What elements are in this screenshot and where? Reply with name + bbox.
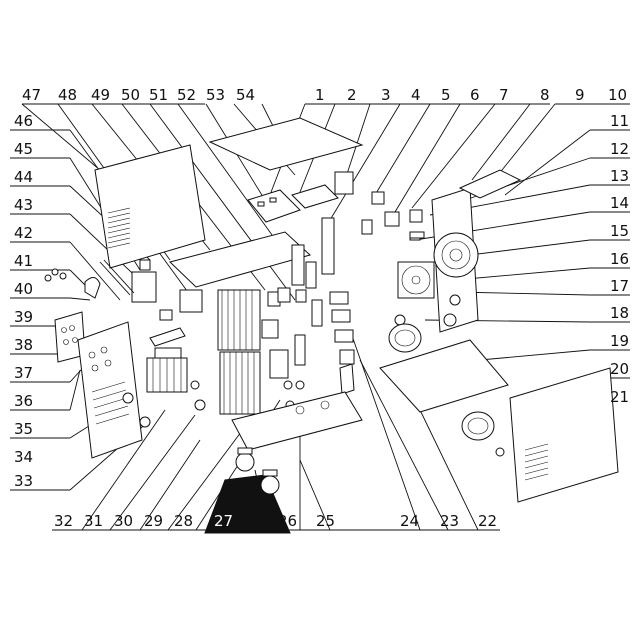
right-side-panel bbox=[509, 367, 619, 503]
callout-42: 42 bbox=[14, 224, 33, 242]
callout-numbers-top: 47 48 49 50 51 52 53 54 1 2 3 4 5 6 7 8 … bbox=[22, 86, 627, 104]
callout-3: 3 bbox=[381, 86, 391, 104]
callout-24: 24 bbox=[400, 512, 419, 530]
callout-33: 33 bbox=[14, 472, 33, 490]
callout-8: 8 bbox=[540, 86, 550, 104]
callout-16: 16 bbox=[610, 250, 629, 268]
callout-23: 23 bbox=[440, 512, 459, 530]
callout-54: 54 bbox=[236, 86, 255, 104]
callout-29: 29 bbox=[144, 512, 163, 530]
front-panel-vents bbox=[91, 381, 130, 425]
insulation-board bbox=[339, 363, 355, 395]
callout-14: 14 bbox=[610, 194, 629, 212]
callout-20: 20 bbox=[610, 360, 629, 378]
callout-48: 48 bbox=[58, 86, 77, 104]
wheel-left bbox=[388, 323, 422, 353]
small-transformer bbox=[334, 171, 354, 195]
reactor bbox=[179, 289, 203, 313]
heatsink-upper bbox=[217, 289, 261, 351]
callout-numbers-bottom: 32 31 30 29 28 27 26 25 24 23 22 bbox=[54, 512, 497, 530]
callout-53: 53 bbox=[206, 86, 225, 104]
heatsink-lower bbox=[219, 351, 261, 415]
choke-coil bbox=[131, 271, 157, 303]
callout-45: 45 bbox=[14, 140, 33, 158]
main-transformer bbox=[146, 347, 188, 393]
callout-46: 46 bbox=[14, 112, 33, 130]
callout-36: 36 bbox=[14, 392, 33, 410]
caster-wheel-front bbox=[235, 452, 255, 472]
callout-37: 37 bbox=[14, 364, 33, 382]
caster-wheel-rear bbox=[260, 475, 280, 495]
callout-39: 39 bbox=[14, 308, 33, 326]
callout-27: 27 bbox=[214, 512, 233, 530]
callout-25: 25 bbox=[316, 512, 335, 530]
parts-drawing bbox=[44, 117, 619, 534]
callout-10: 10 bbox=[608, 86, 627, 104]
left-panel-vents bbox=[107, 207, 131, 249]
callout-30: 30 bbox=[114, 512, 133, 530]
callout-22: 22 bbox=[478, 512, 497, 530]
callout-11: 11 bbox=[610, 112, 629, 130]
wheel-right bbox=[461, 411, 495, 441]
callout-6: 6 bbox=[470, 86, 480, 104]
callout-40: 40 bbox=[14, 280, 33, 298]
fan-grille bbox=[433, 232, 479, 278]
control-board bbox=[291, 184, 339, 209]
callout-numbers-right: 11 12 13 14 15 16 17 18 19 20 21 bbox=[610, 112, 629, 406]
base-plate bbox=[231, 391, 363, 451]
callout-47: 47 bbox=[22, 86, 41, 104]
callout-1: 1 bbox=[315, 86, 325, 104]
callout-34: 34 bbox=[14, 448, 33, 466]
insulation-strip bbox=[321, 217, 335, 275]
callout-38: 38 bbox=[14, 336, 33, 354]
callout-41: 41 bbox=[14, 252, 33, 270]
callout-5: 5 bbox=[441, 86, 451, 104]
callout-49: 49 bbox=[91, 86, 110, 104]
callout-31: 31 bbox=[84, 512, 103, 530]
callout-21: 21 bbox=[610, 388, 629, 406]
callout-4: 4 bbox=[411, 86, 421, 104]
left-side-panel bbox=[94, 144, 206, 269]
callout-7: 7 bbox=[499, 86, 509, 104]
callout-18: 18 bbox=[610, 304, 629, 322]
callout-15: 15 bbox=[610, 222, 629, 240]
callout-50: 50 bbox=[121, 86, 140, 104]
callout-43: 43 bbox=[14, 196, 33, 214]
callout-12: 12 bbox=[610, 140, 629, 158]
callout-19: 19 bbox=[610, 332, 629, 350]
right-panel-vents bbox=[524, 443, 549, 481]
callout-51: 51 bbox=[149, 86, 168, 104]
callout-26: 26 bbox=[278, 512, 297, 530]
top-cover-plate bbox=[208, 117, 364, 171]
cooling-fan bbox=[397, 261, 435, 299]
middle-partition-plate bbox=[169, 231, 311, 288]
callout-2: 2 bbox=[347, 86, 357, 104]
callout-9: 9 bbox=[575, 86, 585, 104]
bottom-tray bbox=[379, 339, 509, 413]
callout-28: 28 bbox=[174, 512, 193, 530]
callout-44: 44 bbox=[14, 168, 33, 186]
pcb-board bbox=[247, 189, 301, 223]
callout-32: 32 bbox=[54, 512, 73, 530]
callout-17: 17 bbox=[610, 277, 629, 295]
callout-52: 52 bbox=[177, 86, 196, 104]
callout-numbers-left: 46 45 44 43 42 41 40 39 38 37 36 35 34 3… bbox=[14, 112, 33, 490]
front-panel bbox=[77, 321, 143, 459]
callout-35: 35 bbox=[14, 420, 33, 438]
callout-13: 13 bbox=[610, 167, 629, 185]
